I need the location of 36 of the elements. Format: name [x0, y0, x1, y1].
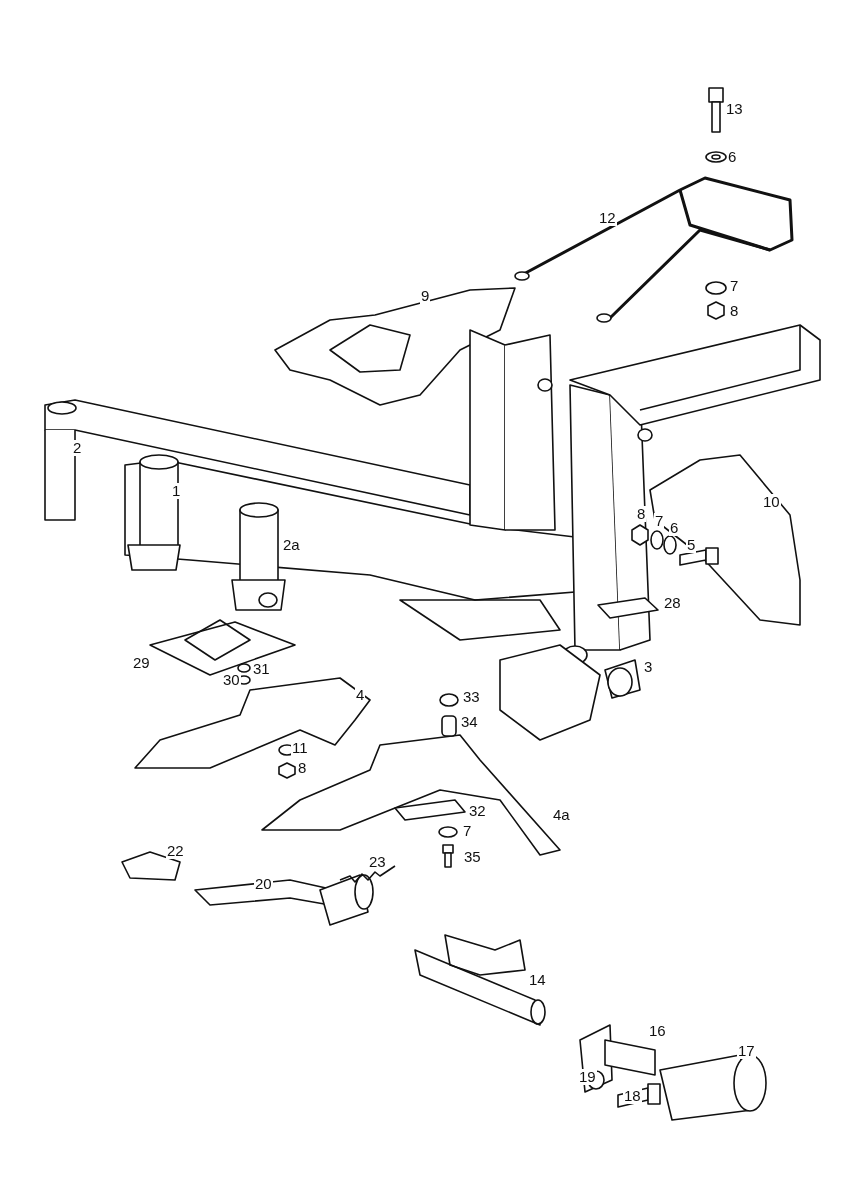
callout-number: 19 — [578, 1069, 597, 1085]
callout-number: 31 — [252, 661, 271, 677]
callout-number: 4a — [552, 807, 571, 823]
callout-number: 7 — [654, 513, 665, 529]
callout-number: 30 — [222, 672, 241, 688]
callout-number: 2a — [282, 537, 301, 553]
callout-number: 12 — [598, 210, 617, 226]
callout-number: 2 — [72, 440, 83, 456]
callout-number: 28 — [663, 595, 682, 611]
callout-number: 23 — [368, 854, 387, 870]
callout-number: 16 — [648, 1023, 667, 1039]
callout-number: 29 — [132, 655, 151, 671]
callout-number: 5 — [686, 537, 697, 553]
callout-number: 20 — [254, 876, 273, 892]
callout-number: 10 — [762, 494, 781, 510]
callout-number: 1 — [171, 483, 182, 499]
callout-number: 6 — [669, 520, 680, 536]
callout-number: 34 — [460, 714, 479, 730]
callout-number: 6 — [727, 149, 738, 165]
callout-number: 14 — [528, 972, 547, 988]
callout-number: 8 — [729, 303, 740, 319]
callout-number: 3 — [643, 659, 654, 675]
callout-number: 13 — [725, 101, 744, 117]
callout-number: 4 — [355, 687, 366, 703]
callout-number: 22 — [166, 843, 185, 859]
callout-number: 7 — [462, 823, 473, 839]
callout-number: 35 — [463, 849, 482, 865]
callout-number: 8 — [636, 506, 647, 522]
callout-number: 17 — [737, 1043, 756, 1059]
callout-number: 8 — [297, 760, 308, 776]
callout-number: 9 — [420, 288, 431, 304]
callout-number: 32 — [468, 803, 487, 819]
callout-number: 18 — [623, 1088, 642, 1104]
callout-number: 7 — [729, 278, 740, 294]
callout-number: 11 — [291, 740, 309, 756]
callout-number: 33 — [462, 689, 481, 705]
